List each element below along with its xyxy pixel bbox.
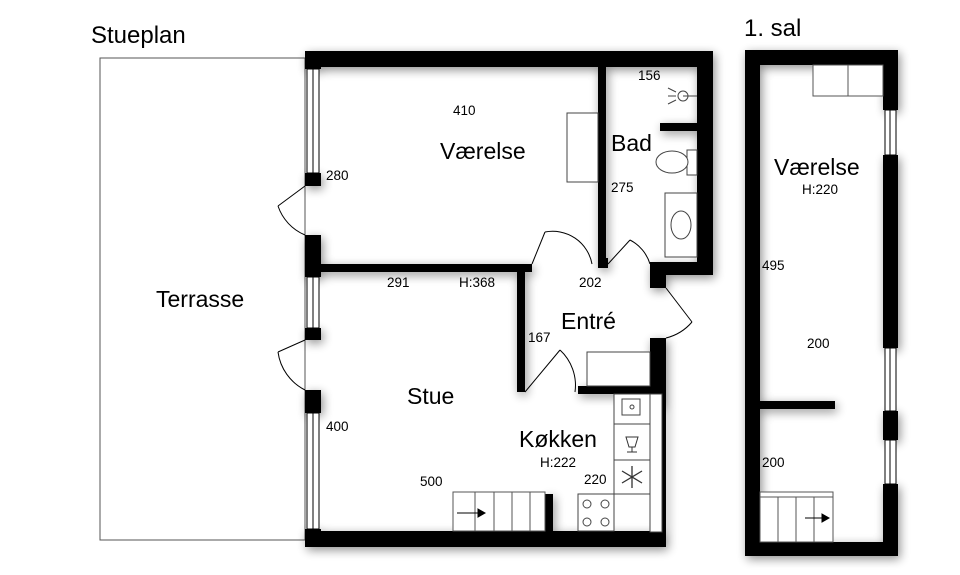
dim-upper-bottom: 200 [762, 455, 785, 470]
bedroom-wardrobe [566, 112, 599, 183]
freezer-snowflake-icon [621, 466, 643, 488]
doors [277, 185, 693, 393]
dim-bad-depth: 275 [611, 180, 634, 195]
room-label-entre: Entré [561, 308, 616, 334]
dim-vaerelse-width: 410 [453, 103, 476, 118]
upper-stair-arrow-icon [805, 513, 831, 523]
ground-floor-walls [305, 51, 713, 547]
dim-stue-upper-width: 291 [387, 275, 410, 290]
room-label-terrasse: Terrasse [156, 286, 245, 312]
dim-stue-width: 500 [420, 474, 443, 489]
room-label-stue: Stue [407, 383, 455, 409]
dim-upper-length: 495 [762, 258, 785, 273]
dim-vaerelse-depth: 280 [326, 168, 349, 183]
height-stue: H:368 [459, 275, 496, 290]
kitchen-counter [577, 393, 663, 533]
upper-floor-title: 1. sal [744, 15, 802, 42]
left-windows [306, 68, 320, 530]
dim-kokken-width: 220 [584, 472, 607, 487]
dim-bad-width: 156 [638, 68, 661, 83]
bath-fixtures [655, 87, 698, 258]
room-label-vaerelse: Værelse [440, 138, 526, 164]
upper-windows [884, 109, 897, 485]
terrace-outline [99, 57, 306, 541]
entre-cabinet [586, 351, 651, 387]
upper-stairs [759, 491, 834, 543]
dim-entre-depth: 167 [528, 330, 551, 345]
room-label-kokken: Køkken [519, 426, 597, 452]
dim-entre-width: 202 [579, 275, 602, 290]
ground-floor-title: Stueplan [91, 22, 186, 49]
room-label-vaerelse-upper: Værelse [774, 154, 860, 180]
stair-arrow-icon [457, 508, 487, 518]
ground-stairs [452, 491, 546, 532]
dim-upper-width: 200 [807, 336, 830, 351]
dim-stue-depth: 400 [326, 419, 349, 434]
height-vaerelse-upper: H:220 [802, 182, 839, 197]
upper-floor-walls [745, 50, 898, 556]
height-kokken: H:222 [540, 455, 577, 470]
upper-top-cabinet [812, 64, 884, 97]
room-label-bad: Bad [611, 130, 652, 156]
dishwasher-icon [625, 436, 639, 453]
